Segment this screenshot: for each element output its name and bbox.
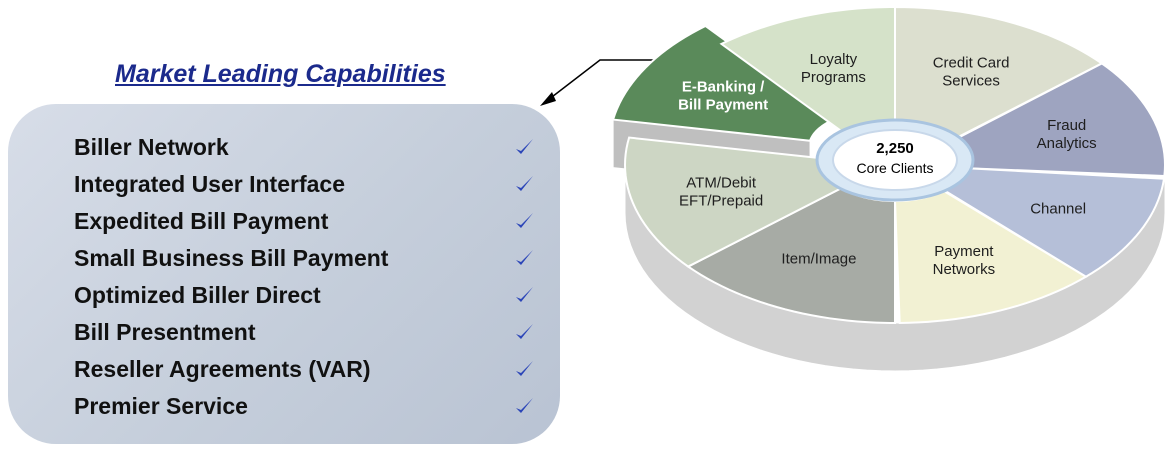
- capability-row: Bill Presentment: [74, 316, 544, 348]
- capability-row: Premier Service: [74, 390, 544, 422]
- segment-label: Bill Payment: [678, 97, 768, 114]
- segment-label: Services: [942, 73, 1000, 90]
- segment-label: Item/Image: [781, 250, 856, 267]
- segment-label: ATM/Debit: [686, 175, 757, 192]
- pointer-arrow: [547, 59, 655, 101]
- capabilities-heading: Market Leading Capabilities: [115, 60, 446, 88]
- capability-label: Bill Presentment: [74, 318, 256, 345]
- capability-label: Premier Service: [74, 392, 248, 419]
- segment-label: Programs: [801, 69, 866, 86]
- hub-count: 2,250: [876, 140, 914, 157]
- segment-label: Loyalty: [810, 51, 858, 68]
- capability-row: Reseller Agreements (VAR): [74, 353, 544, 385]
- capability-row: Optimized Biller Direct: [74, 279, 544, 311]
- capability-label: Biller Network: [74, 133, 229, 160]
- capabilities-panel: Biller Network Integrated User Interface…: [8, 104, 560, 444]
- capability-row: Biller Network: [74, 131, 544, 163]
- segment-label: Payment: [934, 243, 994, 260]
- hub-label: Core Clients: [856, 160, 933, 176]
- hub-center: [832, 129, 958, 191]
- segment-label: Fraud: [1047, 117, 1086, 134]
- segment-label: Credit Card: [933, 55, 1010, 72]
- capability-label: Integrated User Interface: [74, 170, 345, 197]
- segment-label: EFT/Prepaid: [679, 193, 763, 210]
- capability-label: Small Business Bill Payment: [74, 244, 389, 271]
- capability-row: Expedited Bill Payment: [74, 205, 544, 237]
- segment-label: Analytics: [1037, 135, 1097, 152]
- capability-label: Reseller Agreements (VAR): [74, 355, 371, 382]
- capability-row: Small Business Bill Payment: [74, 242, 544, 274]
- capability-row: Integrated User Interface: [74, 168, 544, 200]
- capability-label: Expedited Bill Payment: [74, 207, 329, 234]
- capabilities-list: Biller Network Integrated User Interface…: [8, 104, 560, 444]
- segment-label: Channel: [1030, 201, 1086, 218]
- segment-label: Networks: [933, 261, 996, 278]
- capability-label: Optimized Biller Direct: [74, 281, 321, 308]
- pointer-arrowhead-icon: [540, 92, 556, 106]
- segment-label: E-Banking /: [682, 79, 765, 96]
